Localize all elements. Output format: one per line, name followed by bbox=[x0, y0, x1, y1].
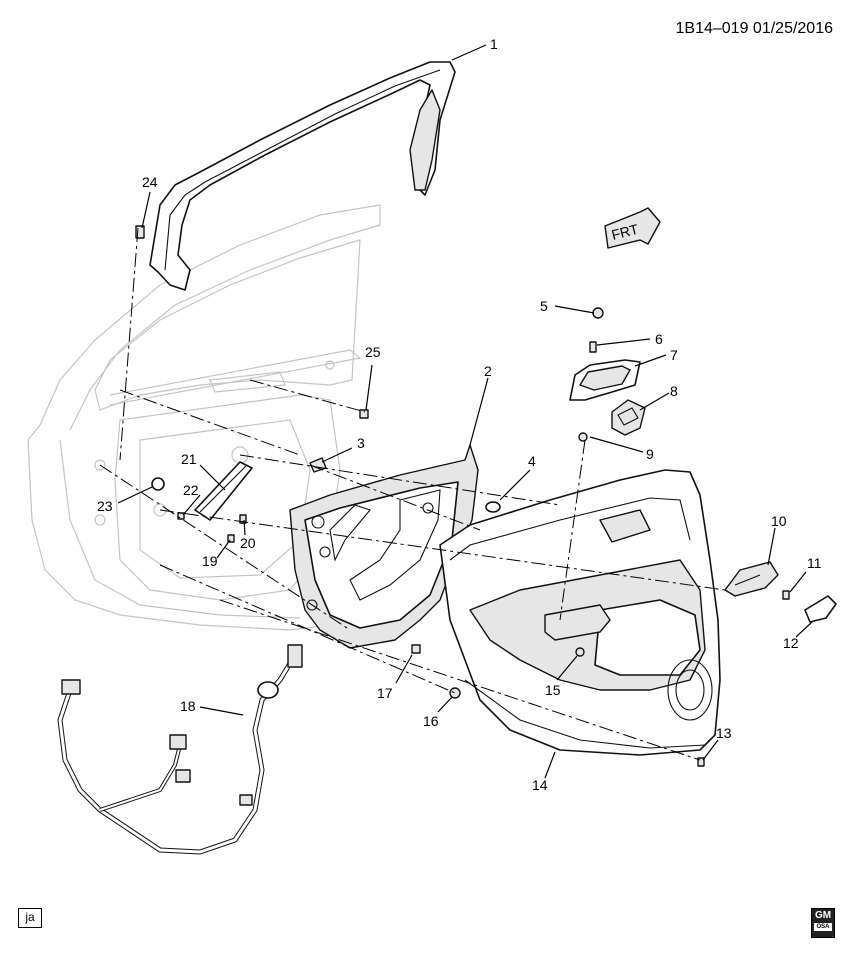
callout-8: 8 bbox=[670, 383, 678, 399]
callout-18: 18 bbox=[180, 698, 196, 714]
front-arrow-label: FRT bbox=[610, 221, 640, 243]
inside-door-handle bbox=[724, 561, 779, 597]
illustrator-code-box: ja bbox=[18, 908, 42, 928]
alignment-lines bbox=[99, 227, 726, 761]
diagram-id-date: 1B14–019 01/25/2016 bbox=[675, 20, 833, 37]
door-trim-panel bbox=[439, 469, 721, 756]
callout-25: 25 bbox=[365, 344, 381, 360]
callout-7: 7 bbox=[670, 347, 678, 363]
callout-16: 16 bbox=[423, 713, 439, 729]
callout-13: 13 bbox=[716, 725, 732, 741]
callout-4: 4 bbox=[528, 453, 536, 469]
callout-19: 19 bbox=[202, 553, 218, 569]
callout-20: 20 bbox=[240, 535, 256, 551]
front-direction-arrow: FRT bbox=[604, 207, 661, 249]
callout-1: 1 bbox=[490, 36, 498, 52]
callout-labels: 1 2 3 4 5 6 7 8 9 10 11 12 13 14 15 16 1… bbox=[97, 36, 822, 793]
gm-logo-subtext: OSA bbox=[814, 923, 832, 931]
callout-23: 23 bbox=[97, 498, 113, 514]
callout-5: 5 bbox=[540, 298, 548, 314]
callout-2: 2 bbox=[484, 363, 492, 379]
mounting-bracket bbox=[194, 461, 253, 521]
callout-21: 21 bbox=[181, 451, 197, 467]
callout-22: 22 bbox=[183, 482, 199, 498]
callout-3: 3 bbox=[357, 435, 365, 451]
pull-handle-bezel bbox=[569, 359, 641, 401]
callout-6: 6 bbox=[655, 331, 663, 347]
gm-logo-text: GM bbox=[814, 910, 832, 921]
callout-9: 9 bbox=[646, 446, 654, 462]
gm-logo: GM OSA bbox=[811, 908, 835, 938]
callout-15: 15 bbox=[545, 682, 561, 698]
door-shell-outline bbox=[27, 204, 381, 631]
weatherstrip-frame bbox=[149, 61, 456, 291]
callout-24: 24 bbox=[142, 174, 158, 190]
callout-14: 14 bbox=[532, 777, 548, 793]
window-switch bbox=[611, 399, 646, 436]
wiring-harness bbox=[57, 644, 303, 855]
callout-17: 17 bbox=[377, 685, 393, 701]
water-deflector-panel bbox=[289, 444, 479, 649]
cover-cap bbox=[804, 595, 837, 623]
callout-12: 12 bbox=[783, 635, 799, 651]
callout-11: 11 bbox=[807, 555, 822, 571]
leader-lines bbox=[117, 44, 813, 779]
callout-10: 10 bbox=[771, 513, 787, 529]
